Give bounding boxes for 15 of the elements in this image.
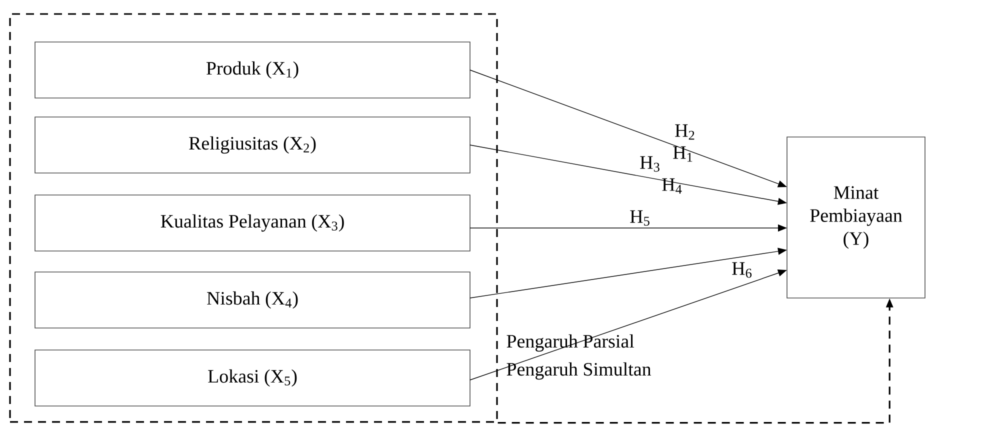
legend-text: Pengaruh Simultan [506,362,652,380]
hypothesis-label: H$_{2}$ [675,124,694,140]
variable-box: Lokasi (X$_{5}$) [34,350,470,406]
dashed-group-box [9,13,498,423]
hypothesis-label: H$_{6}$ [732,262,752,278]
variable-box: Produk (X$_{1}$) [34,42,470,98]
variable-box: Kualitas Pelayanan (X$_{3}$) [34,194,470,252]
legend-text: Pengaruh Parsial [506,334,634,352]
variable-box: Nisbah (X$_{4}$) [34,272,470,328]
outcome-box: Minat Pembiayaan (Y) [786,136,926,298]
hypothesis-label: H$_{1}$ [673,146,692,162]
variable-box: Religiusitas (X$_{2}$) [34,116,470,174]
hypothesis-label: H$_{5}$ [630,210,650,226]
hypothesis-label: H$_{3}$ [640,156,660,172]
hypothesis-label: H$_{4}$ [662,178,682,194]
